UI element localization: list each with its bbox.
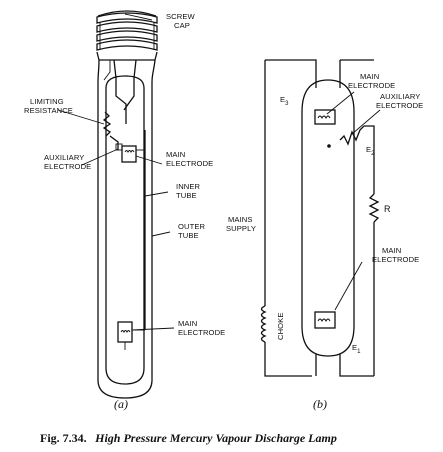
inner-tube (105, 75, 145, 385)
label-main-electrode-bottom-b-1: MAIN (382, 246, 401, 255)
label-main-electrode-bottom-b-2: ELECTRODE (372, 255, 419, 264)
label-inner-tube-1: INNER (176, 182, 201, 191)
label-r: R (384, 204, 391, 214)
caption-number: Fig. 7.34. (40, 431, 87, 445)
label-screw-cap-2: CAP (174, 21, 190, 30)
main-electrode-bottom-b (314, 311, 336, 329)
limiting-resistance (102, 111, 112, 137)
resistor-r (368, 193, 380, 223)
label-main-electrode-bottom-a-1: MAIN (178, 319, 197, 328)
label-choke: CHOKE (276, 312, 285, 340)
aux-electrode-b (339, 125, 365, 146)
label-main-electrode-top-b-1: MAIN (360, 72, 379, 81)
label-outer-tube-2: TUBE (178, 231, 199, 240)
figure-caption: Fig. 7.34. High Pressure Mercury Vapour … (40, 429, 337, 446)
choke (260, 305, 267, 343)
main-electrode-top-b (314, 109, 336, 125)
main-electrode-top-a (121, 145, 137, 163)
label-main-electrode-top-a-1: MAIN (166, 150, 185, 159)
aux-electrode-a (109, 135, 119, 150)
main-electrode-bottom-a (117, 321, 145, 350)
panel-b-circuit-diagram: E3 MAIN ELECTRODE AUXILIARY ELECTRODE E2… (226, 59, 423, 411)
label-outer-tube-1: OUTER (178, 222, 205, 231)
label-aux-electrode-b-2: ELECTRODE (376, 101, 423, 110)
label-aux-electrode-a-1: AUXILIARY (44, 153, 84, 162)
label-aux-electrode-b-1: AUXILIARY (380, 92, 420, 101)
panel-a-lamp-drawing: SCREW CAP LIMITING RESISTANCE AUXILIARY … (24, 10, 225, 411)
screw-cap (96, 10, 158, 61)
sublabel-a: (a) (114, 397, 128, 411)
label-main-electrode-top-a-2: ELECTRODE (166, 159, 213, 168)
discharge-tube-b (301, 79, 355, 357)
label-e1: E1 (352, 343, 361, 355)
label-inner-tube-2: TUBE (176, 191, 197, 200)
label-main-electrode-top-b-2: ELECTRODE (348, 81, 395, 90)
label-e3: E3 (280, 95, 289, 107)
label-limiting-resistance-2: RESISTANCE (24, 106, 73, 115)
caption-title: High Pressure Mercury Vapour Discharge L… (94, 431, 337, 445)
label-aux-electrode-a-2: ELECTRODE (44, 162, 91, 171)
label-mains-supply-2: SUPPLY (226, 224, 256, 233)
label-main-electrode-bottom-a-2: ELECTRODE (178, 328, 225, 337)
label-limiting-resistance-1: LIMITING (30, 97, 64, 106)
label-e2: E2 (366, 145, 375, 157)
label-mains-supply-1: MAINS (228, 215, 253, 224)
label-screw-cap-1: SCREW (166, 12, 195, 21)
sublabel-b: (b) (313, 397, 327, 411)
outer-tube (97, 59, 156, 399)
